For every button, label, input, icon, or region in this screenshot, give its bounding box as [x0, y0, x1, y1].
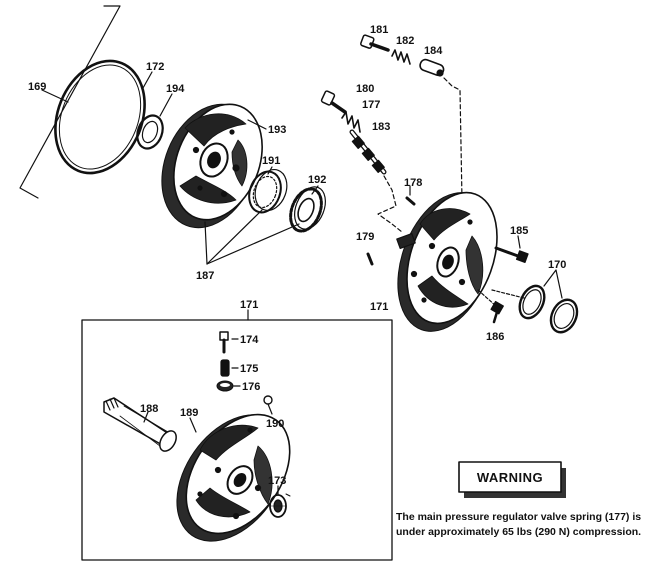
label-169: 169	[28, 81, 46, 93]
pin-179	[366, 252, 374, 266]
leader-190	[267, 403, 273, 415]
label-186: 186	[486, 331, 504, 343]
mark-173	[285, 493, 291, 497]
pin-178	[405, 196, 416, 206]
label-177: 177	[362, 99, 380, 111]
spring-177	[341, 111, 361, 133]
pump-body-193	[161, 103, 263, 229]
label-193: 193	[268, 124, 286, 136]
label-190: 190	[266, 418, 284, 430]
label-176: 176	[242, 381, 260, 393]
pump-cover-171-upper	[396, 191, 498, 332]
label-173: 173	[268, 475, 286, 487]
label-181: 181	[370, 24, 388, 36]
labels: 169 172 194 193 191 192 187 181 182 184 …	[28, 24, 566, 487]
label-188: 188	[140, 403, 158, 415]
label-183: 183	[372, 121, 390, 133]
pump-cover-189	[176, 413, 291, 542]
dashed-path-183	[377, 175, 403, 233]
valve-183	[349, 129, 387, 175]
bolt-181	[360, 34, 390, 52]
warning-text: The main pressure regulator valve spring…	[396, 511, 642, 538]
label-187: 187	[196, 270, 214, 282]
seal-194	[136, 114, 164, 150]
label-178: 178	[404, 177, 422, 189]
leader-192	[311, 185, 319, 195]
label-192: 192	[308, 174, 326, 186]
leader-191	[267, 166, 273, 175]
box-171	[81, 319, 393, 561]
gear-191	[248, 169, 288, 214]
leaders-187	[204, 209, 300, 265]
label-179: 179	[356, 231, 374, 243]
leader-194	[159, 93, 173, 117]
label-191: 191	[262, 155, 280, 167]
orings-170	[518, 284, 579, 334]
gear-192	[289, 186, 326, 233]
dashed-path-170	[491, 289, 525, 299]
leader-172	[142, 71, 153, 89]
bracket-169	[19, 5, 121, 199]
leader-188	[143, 411, 149, 423]
label-170: 170	[548, 259, 566, 271]
shaft-188	[103, 397, 177, 452]
warning-box	[458, 461, 566, 498]
bolt-185	[494, 246, 529, 264]
label-172: 172	[146, 61, 164, 73]
leader-185	[517, 235, 521, 249]
bolt-180	[320, 90, 347, 114]
bolt-174	[219, 331, 229, 354]
label-174: 174	[240, 334, 259, 346]
label-171-box: 171	[240, 299, 258, 311]
leader-170	[543, 269, 563, 299]
label-175: 175	[240, 363, 258, 375]
leader-189	[189, 417, 197, 433]
spring-182	[391, 49, 411, 65]
ball-190	[263, 395, 273, 405]
oring-172	[54, 59, 146, 175]
spring-175	[220, 359, 230, 377]
label-185: 185	[510, 225, 528, 237]
label-189: 189	[180, 407, 198, 419]
label-180: 180	[356, 83, 374, 95]
label-194: 194	[166, 83, 185, 95]
label-171-upper: 171	[370, 301, 388, 313]
dashed-path-184	[443, 77, 463, 201]
valve-176	[216, 380, 234, 392]
label-184: 184	[424, 45, 443, 57]
bolt-186	[477, 289, 504, 324]
label-182: 182	[396, 35, 414, 47]
leader-169	[41, 89, 69, 103]
plug-184	[419, 58, 445, 77]
bushing-173	[269, 494, 287, 518]
leader-193	[247, 119, 267, 130]
warning-title: WARNING	[477, 470, 543, 485]
